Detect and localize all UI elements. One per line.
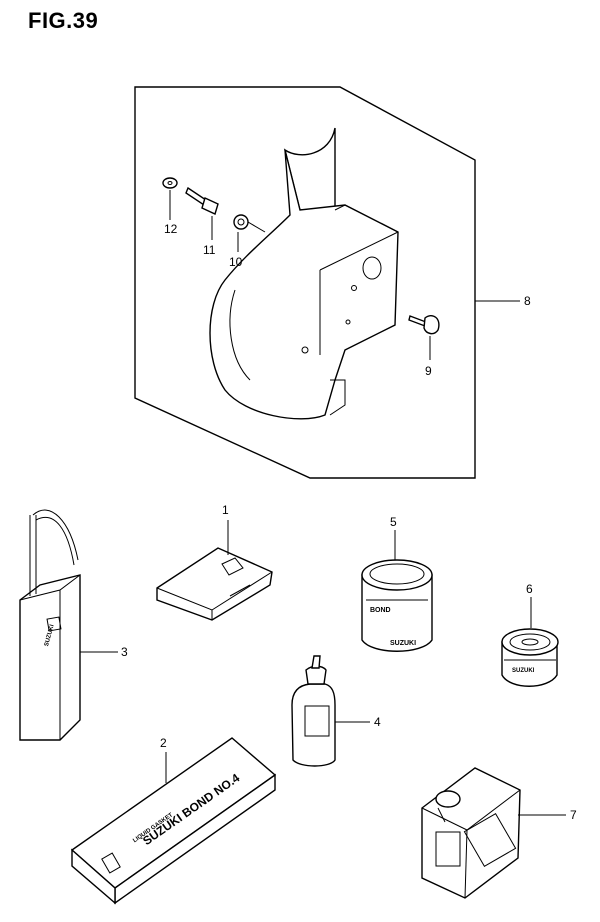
callout-12: 12 — [164, 222, 178, 236]
part-9-screw — [408, 314, 440, 335]
callout-11: 11 — [203, 243, 216, 257]
part-6-tin: SUZUKI — [501, 628, 559, 687]
part-7-container — [421, 767, 521, 899]
part-5-can: BOND SUZUKI — [361, 559, 433, 652]
can-brand: SUZUKI — [390, 640, 416, 647]
part-8-cover — [209, 127, 399, 420]
callout-8: 8 — [524, 294, 531, 308]
callout-6: 6 — [526, 582, 533, 596]
assembly-frame — [134, 86, 476, 479]
part-3-oil-can: SUZUKI — [19, 509, 81, 741]
callout-2: 2 — [160, 736, 167, 750]
part-2-bond-box: SUZUKI BOND NO.4 LIQUID GASKET — [70, 737, 277, 905]
callout-10: 10 — [229, 255, 243, 269]
part-4-bottle — [291, 655, 336, 767]
part-11-bolt — [185, 186, 219, 215]
jerrycan-print: SUZUKI — [44, 624, 56, 647]
callout-7: 7 — [570, 808, 577, 822]
can-print: BOND — [370, 607, 391, 614]
tin-print: SUZUKI — [512, 668, 535, 674]
callout-9: 9 — [425, 364, 432, 378]
figure-title: FIG.39 — [28, 8, 99, 33]
part-10-nut — [233, 214, 266, 233]
part-12-washer — [162, 177, 178, 189]
callout-4: 4 — [374, 715, 381, 729]
callout-3: 3 — [121, 645, 128, 659]
part-1-tool-case — [156, 547, 273, 621]
callout-1: 1 — [222, 503, 229, 517]
callout-5: 5 — [390, 515, 397, 529]
